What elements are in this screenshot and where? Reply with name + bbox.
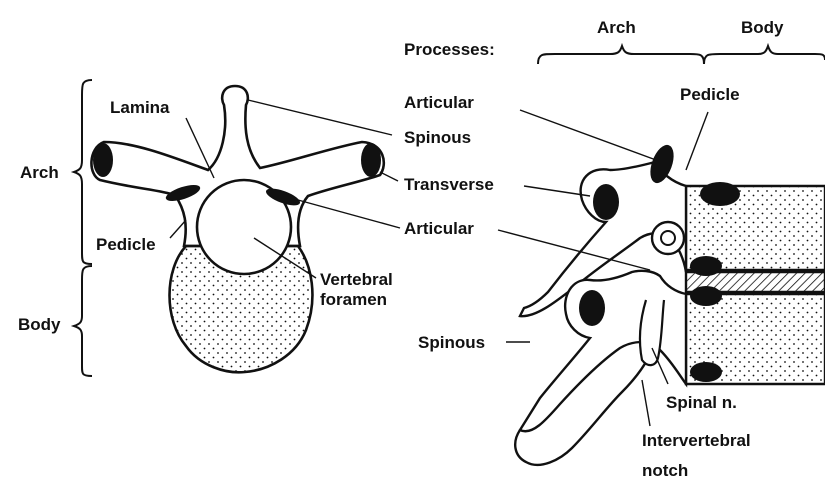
body-brace <box>74 266 92 376</box>
arch-brace <box>74 80 92 264</box>
right-transverse-facet <box>361 143 381 177</box>
lamina-label: Lamina <box>110 98 170 117</box>
articular-leader-left <box>298 200 400 228</box>
pedicle-leader <box>170 220 186 238</box>
articular-label-top: Articular <box>404 93 474 112</box>
spinal-n-label: Spinal n. <box>666 393 737 412</box>
pedicle-leader-right <box>686 112 708 170</box>
articular-leader-top <box>520 110 656 160</box>
left-transverse-facet <box>93 143 113 177</box>
intervertebral-leader <box>642 380 650 426</box>
spinous-leader-left <box>248 100 392 135</box>
body-brace-top <box>704 46 825 64</box>
articular-label-mid: Articular <box>404 219 474 238</box>
intervertebral-notch-label-2: notch <box>642 461 688 480</box>
arch-label-top: Arch <box>597 18 636 37</box>
pedicle-label-left: Pedicle <box>96 235 156 254</box>
vertebral-foramen-label-2: foramen <box>320 290 387 309</box>
body-label-top: Body <box>741 18 784 37</box>
processes-label: Processes: <box>404 40 495 59</box>
transverse-leader-left <box>380 172 398 181</box>
process-labels: Processes: Articular Spinous Transverse … <box>404 40 495 352</box>
superior-view: Lamina Arch Pedicle Body Vertebral foram… <box>18 80 400 376</box>
mid-costal-facet-lower <box>690 286 722 306</box>
body-label-left: Body <box>18 315 61 334</box>
spinous-label-top: Spinous <box>404 128 471 147</box>
transverse-label: Transverse <box>404 175 494 194</box>
articular-knob-inner <box>661 231 675 245</box>
vertebral-foramen-label-1: Vertebral <box>320 270 393 289</box>
lateral-view: Arch Body Ped <box>498 18 825 480</box>
intervertebral-notch-label-1: Intervertebral <box>642 431 751 450</box>
upper-costal-facet <box>700 182 740 206</box>
mid-costal-facet-upper <box>690 256 722 276</box>
lower-costal-facet <box>690 362 722 382</box>
spinous-label-bottom: Spinous <box>418 333 485 352</box>
lower-transverse-facet <box>579 290 605 326</box>
spinal-nerve <box>640 300 664 365</box>
upper-transverse-facet <box>593 184 619 220</box>
pedicle-label-right: Pedicle <box>680 85 740 104</box>
arch-brace-top <box>538 46 704 64</box>
arch-label-left: Arch <box>20 163 59 182</box>
